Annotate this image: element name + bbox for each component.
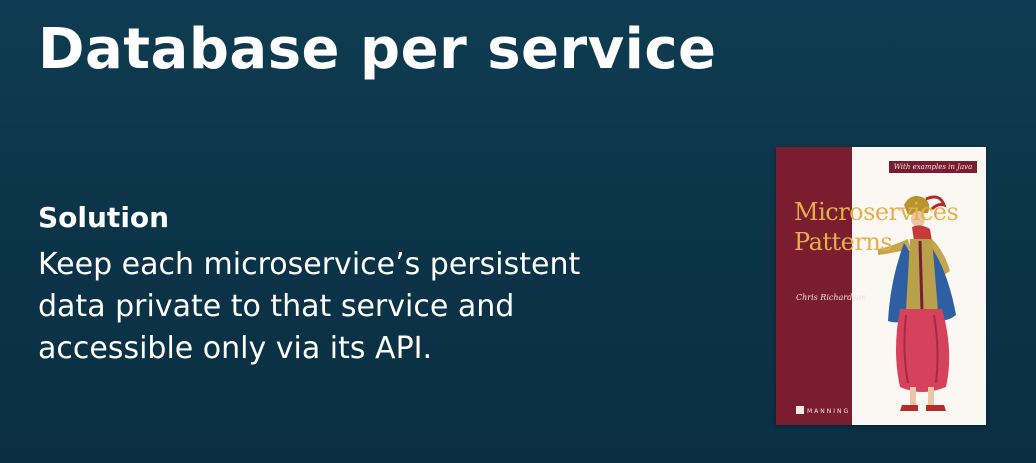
solution-text: Keep each microservice’s persistent data… xyxy=(38,244,678,370)
solution-heading: Solution xyxy=(38,201,170,234)
book-spine xyxy=(776,147,852,425)
solution-line: data private to that service and xyxy=(38,289,515,324)
slide-title: Database per service xyxy=(38,17,717,82)
book-author: Chris Richardson xyxy=(796,293,867,302)
book-title: Microservices Patterns xyxy=(794,198,959,256)
solution-line: accessible only via its API. xyxy=(38,331,433,366)
book-ribbon: With examples in Java xyxy=(889,161,977,173)
solution-line: Keep each microservice’s persistent xyxy=(38,247,581,282)
costume-figure-illustration xyxy=(878,195,956,411)
book-cover-image: With examples in Java Microservices Patt… xyxy=(776,147,986,425)
book-publisher: MANNING xyxy=(796,406,850,415)
